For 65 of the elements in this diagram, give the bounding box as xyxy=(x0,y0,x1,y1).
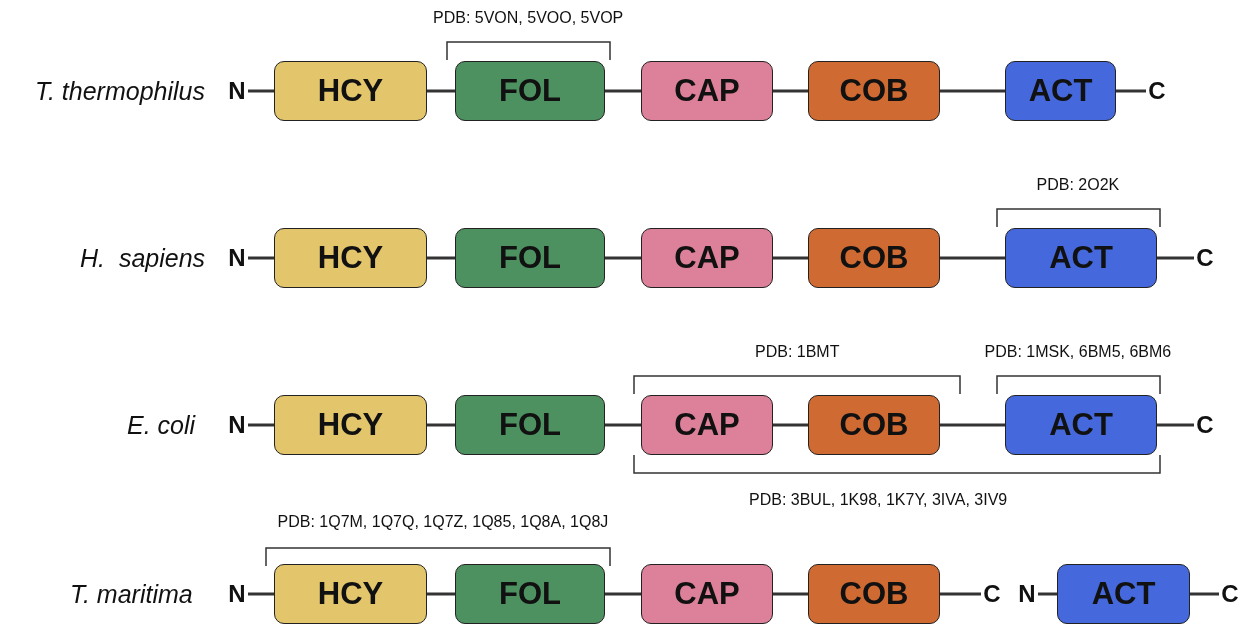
species-name: E. coli xyxy=(127,410,196,440)
domain-box: HCY xyxy=(274,228,427,288)
linker-line xyxy=(248,592,274,596)
species-name: T. maritima xyxy=(70,579,193,609)
terminus-label: C xyxy=(1146,76,1168,106)
linker-line xyxy=(773,89,808,93)
pdb-label: PDB: 1BMT xyxy=(755,342,840,362)
linker-line xyxy=(248,89,274,93)
terminus-label: C xyxy=(1194,410,1216,440)
domain-box: COB xyxy=(808,564,940,624)
terminus-label: C xyxy=(1219,579,1241,609)
domain-box: CAP xyxy=(641,564,773,624)
linker-line xyxy=(940,423,1005,427)
domain-box: FOL xyxy=(455,61,605,121)
linker-line xyxy=(1116,89,1146,93)
linker-line xyxy=(605,256,641,260)
domain-box: ACT xyxy=(1005,61,1116,121)
terminus-label: N xyxy=(226,76,248,106)
linker-line xyxy=(605,423,641,427)
pdb-label: PDB: 5VON, 5VOO, 5VOP xyxy=(433,8,624,28)
pdb-label: PDB: 2O2K xyxy=(1036,175,1120,195)
domain-box: ACT xyxy=(1005,228,1157,288)
domain-box: HCY xyxy=(274,61,427,121)
domain-box: FOL xyxy=(455,395,605,455)
linker-line xyxy=(1190,592,1219,596)
pdb-label: PDB: 3BUL, 1K98, 1K7Y, 3IVA, 3IV9 xyxy=(749,490,1008,510)
domain-box: ACT xyxy=(1005,395,1157,455)
domain-box: FOL xyxy=(455,228,605,288)
linker-line xyxy=(1157,423,1194,427)
domain-box: HCY xyxy=(274,395,427,455)
linker-line xyxy=(605,592,641,596)
linker-line xyxy=(1038,592,1057,596)
linker-line xyxy=(773,423,808,427)
domain-box: ACT xyxy=(1057,564,1190,624)
pdb-label: PDB: 1MSK, 6BM5, 6BM6 xyxy=(984,342,1172,362)
domain-box: COB xyxy=(808,395,940,455)
linker-line xyxy=(940,256,1005,260)
linker-line xyxy=(773,256,808,260)
linker-line xyxy=(427,592,455,596)
linker-line xyxy=(248,256,274,260)
pdb-label: PDB: 1Q7M, 1Q7Q, 1Q7Z, 1Q85, 1Q8A, 1Q8J xyxy=(277,512,609,532)
terminus-label: N xyxy=(226,243,248,273)
domain-box: CAP xyxy=(641,228,773,288)
domain-box: FOL xyxy=(455,564,605,624)
linker-line xyxy=(940,592,981,596)
terminus-label: C xyxy=(981,579,1003,609)
species-name: T. thermophilus xyxy=(35,76,205,106)
linker-line xyxy=(427,423,455,427)
terminus-label: N xyxy=(226,579,248,609)
linker-line xyxy=(605,89,641,93)
domain-box: COB xyxy=(808,61,940,121)
linker-line xyxy=(940,89,1005,93)
domain-box: COB xyxy=(808,228,940,288)
terminus-label: N xyxy=(226,410,248,440)
linker-line xyxy=(427,256,455,260)
species-name: H. sapiens xyxy=(80,243,206,273)
domain-box: CAP xyxy=(641,395,773,455)
domain-box: HCY xyxy=(274,564,427,624)
terminus-label: C xyxy=(1194,243,1216,273)
terminus-label: N xyxy=(1016,579,1038,609)
linker-line xyxy=(773,592,808,596)
linker-line xyxy=(1157,256,1194,260)
linker-line xyxy=(248,423,274,427)
linker-line xyxy=(427,89,455,93)
domain-box: CAP xyxy=(641,61,773,121)
